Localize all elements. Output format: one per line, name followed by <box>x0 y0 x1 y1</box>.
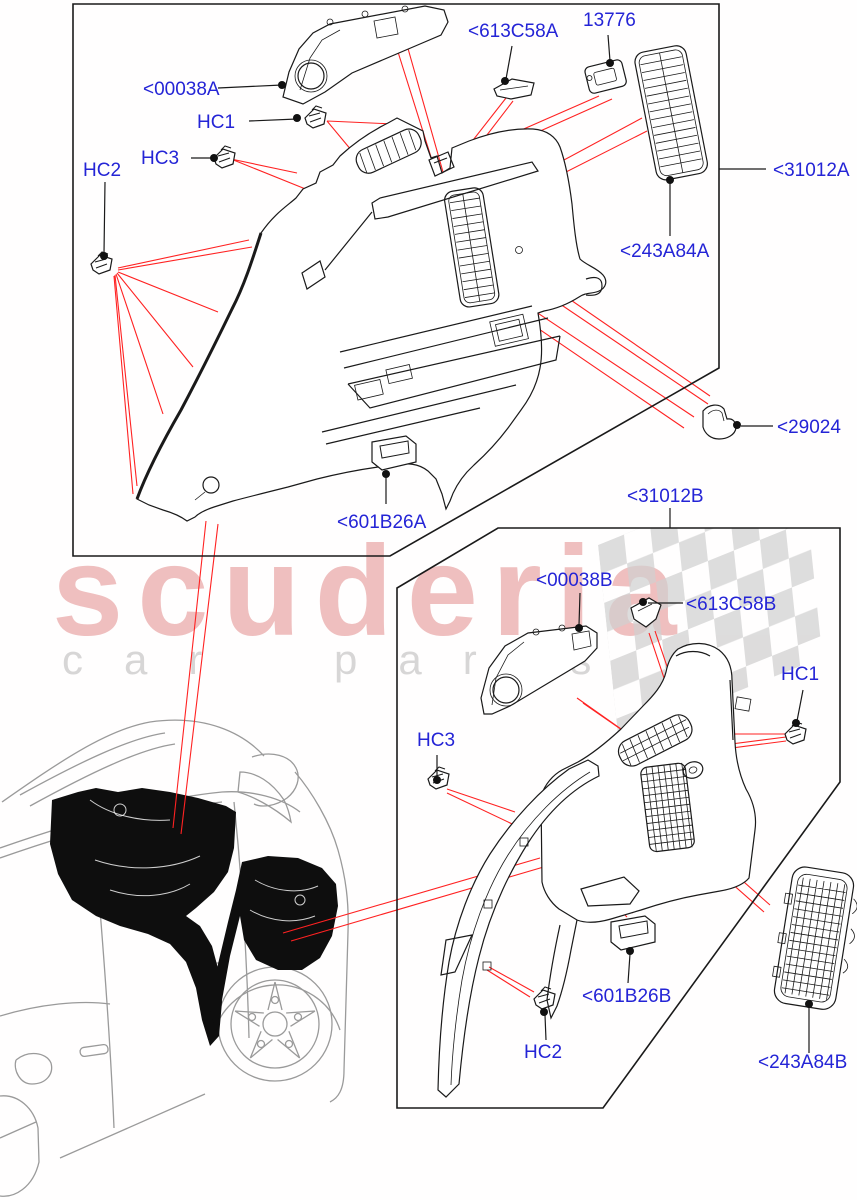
part-31012A-grille <box>634 45 708 181</box>
part-00038A-upper-trim <box>282 5 449 105</box>
part-label-31012A[interactable]: <31012A <box>773 160 850 181</box>
vehicle-illustration <box>0 719 349 1197</box>
highlighted-trim-panel-left <box>50 788 236 1046</box>
wheel-arch <box>211 984 341 1043</box>
part-label-601B26A[interactable]: <601B26A <box>337 512 427 533</box>
quarter-trim-panel-b <box>437 642 757 1098</box>
part-601B26B-stowage-cup <box>610 915 656 951</box>
part-29024-hook-clip <box>702 404 737 440</box>
part-label-HC1-b[interactable]: HC1 <box>781 664 820 685</box>
view-box-b-border <box>396 527 841 1109</box>
rear-wheel <box>217 966 333 1082</box>
part-label-601B26B[interactable]: <601B26B <box>582 986 672 1007</box>
part-613C58A <box>493 78 535 100</box>
clip-HC1-a <box>304 105 327 129</box>
part-label-00038B[interactable]: <00038B <box>536 570 613 591</box>
part-243A84B-grille <box>772 866 857 1010</box>
part-label-HC2-b[interactable]: HC2 <box>524 1042 563 1063</box>
part-label-HC3-a[interactable]: HC3 <box>141 148 180 169</box>
part-label-13776[interactable]: 13776 <box>583 10 636 31</box>
part-label-243A84A[interactable]: <243A84A <box>620 241 710 262</box>
view-box-a-border <box>72 3 720 557</box>
part-601B26A-stowage-cup <box>371 435 417 471</box>
mirror-line <box>14 1052 53 1085</box>
part-00038B-upper-trim <box>480 624 598 715</box>
callout-leader-lines <box>103 34 810 1053</box>
part-label-31012B[interactable]: <31012B <box>627 486 704 507</box>
part-label-29024[interactable]: <29024 <box>777 417 841 438</box>
part-label-613C58B[interactable]: <613C58B <box>686 594 777 615</box>
quarter-trim-panel-a <box>135 117 607 522</box>
part-label-00038A[interactable]: <00038A <box>143 79 220 100</box>
part-label-HC2-a[interactable]: HC2 <box>83 160 122 181</box>
highlighted-trim-panel-right <box>210 856 338 1032</box>
part-label-613C58A[interactable]: <613C58A <box>468 21 559 42</box>
callout-dots <box>100 59 813 1016</box>
part-label-243A84B[interactable]: <243A84B <box>758 1052 848 1073</box>
part-613C58B <box>630 597 662 628</box>
part-13776 <box>584 59 627 94</box>
clip-HC2-b <box>533 986 556 1010</box>
part-label-HC1-a[interactable]: HC1 <box>197 112 236 133</box>
part-label-HC3-b[interactable]: HC3 <box>417 730 456 751</box>
checkered-flag-watermark <box>598 528 823 740</box>
